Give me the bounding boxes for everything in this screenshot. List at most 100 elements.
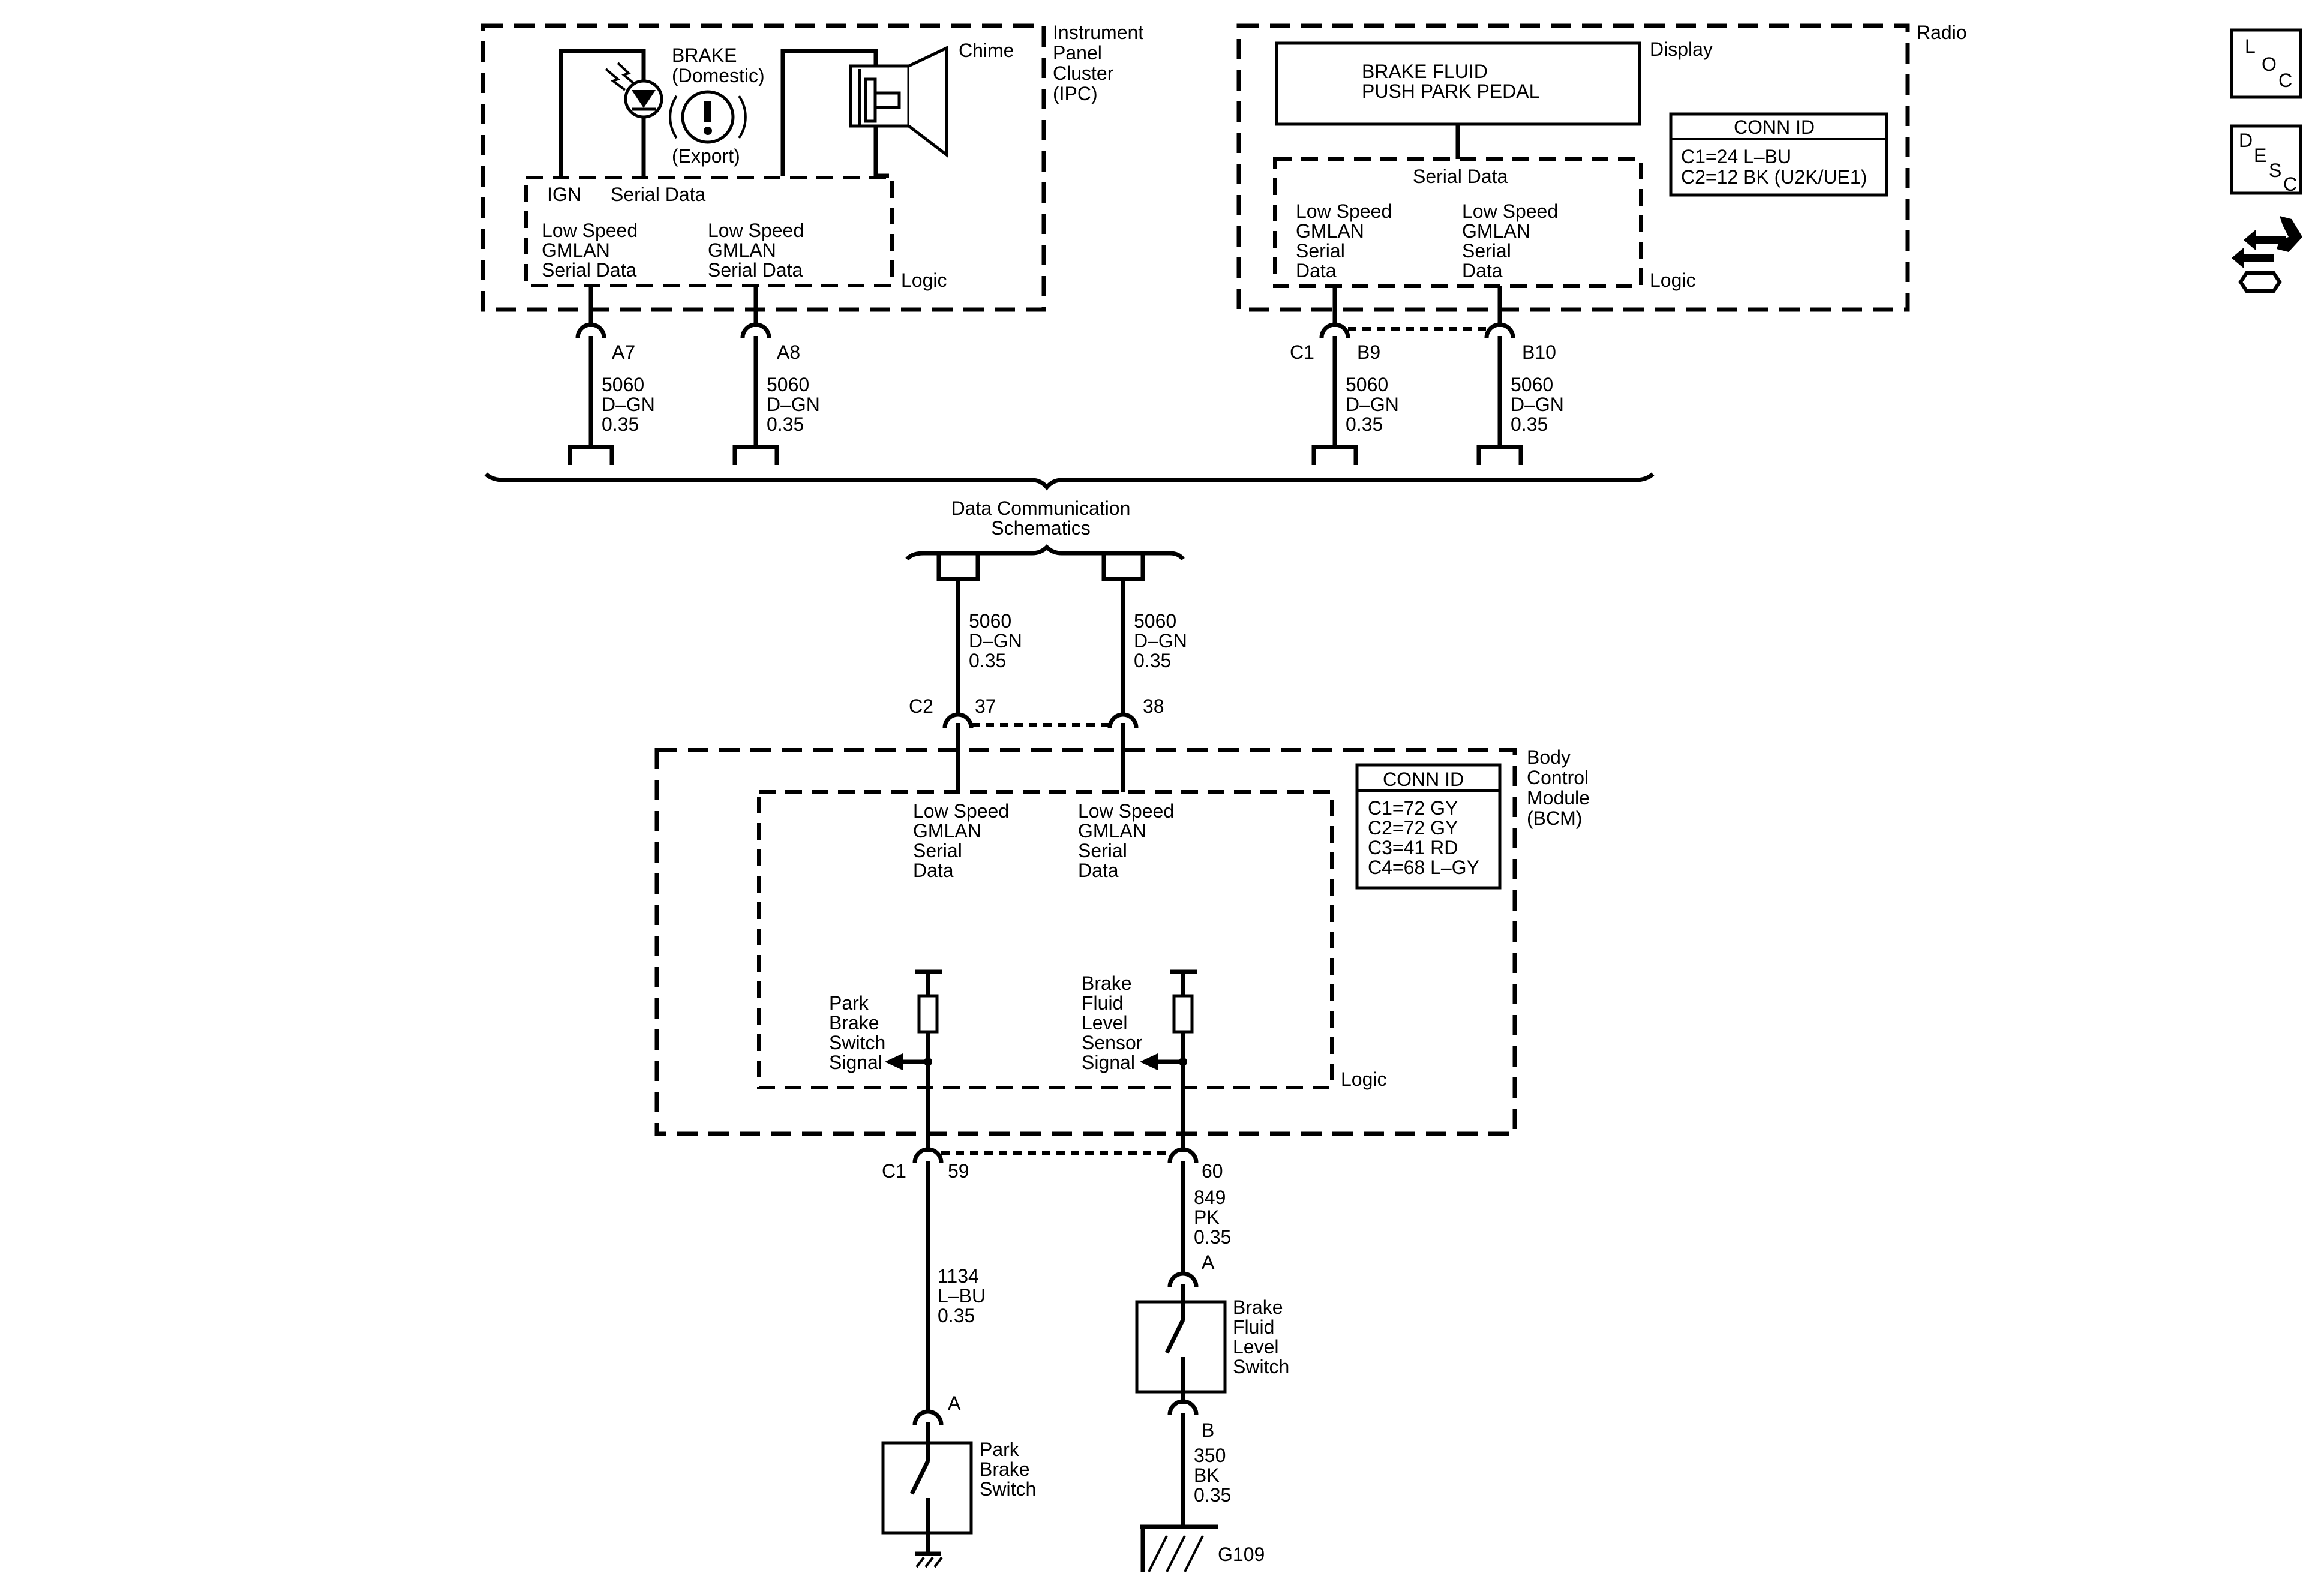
wire-b9-line1: 5060 — [1346, 374, 1388, 395]
loc-icon-c: C — [2278, 70, 2292, 91]
fluid-switch-label-4: Switch — [1233, 1356, 1289, 1377]
wire-1134-line1: 1134 — [938, 1265, 979, 1287]
radio-conn-c1: C1=24 L–BU — [1681, 146, 1791, 167]
loc-icon-l: L — [2245, 35, 2256, 57]
chime-speaker-icon — [849, 46, 948, 158]
brake-warning-icon — [669, 90, 747, 144]
fluid-switch-label-1: Brake — [1233, 1296, 1283, 1318]
bcm-gmlan1-line2: GMLAN — [913, 820, 981, 842]
wire-37-line2: D–GN — [969, 630, 1022, 652]
ipc-logic-label: Logic — [901, 269, 947, 291]
bcm-conn-c1: C1=72 GY — [1368, 797, 1458, 819]
fluid-switch-label-3: Level — [1233, 1336, 1279, 1358]
radio-message-line2: PUSH PARK PEDAL — [1362, 80, 1539, 102]
desc-icon-e: E — [2254, 145, 2266, 166]
pin-38: 38 — [1143, 695, 1164, 717]
desc-icon[interactable]: D E S C — [2230, 124, 2302, 195]
park-brake-switch: A Park Brake Switch — [881, 1392, 1036, 1568]
led-indicator-icon — [605, 62, 663, 119]
data-communication-bus: Data Communication Schematics — [484, 472, 1655, 581]
park-brake-signal-circuit: Park Brake Switch Signal — [829, 969, 942, 1152]
pin-a7: A7 — [612, 341, 635, 363]
bcm-name-2: Control — [1527, 767, 1589, 788]
ipc-name-3: Cluster — [1053, 62, 1114, 84]
fluid-signal-line4: Sensor — [1082, 1032, 1143, 1053]
radio-gmlan1-line3: Serial — [1296, 240, 1345, 262]
wire-b10-line1: 5060 — [1511, 374, 1553, 395]
radio-conn-c2: C2=12 BK (U2K/UE1) — [1681, 166, 1867, 188]
park-switch-label-3: Switch — [980, 1478, 1036, 1500]
wire-38-line1: 5060 — [1134, 610, 1176, 632]
ipc-chime-label: Chime — [959, 40, 1014, 61]
ipc-gmlan2-line1: Low Speed — [708, 220, 804, 241]
wire-b9-line2: D–GN — [1346, 394, 1399, 415]
fluid-signal-line2: Fluid — [1082, 992, 1123, 1014]
radio-gmlan1-line2: GMLAN — [1296, 220, 1364, 242]
wire-37-line3: 0.35 — [969, 650, 1006, 671]
desc-icon-c: C — [2283, 173, 2297, 195]
bcm-logic-label: Logic — [1341, 1068, 1387, 1090]
fluid-signal-line5: Signal — [1082, 1052, 1135, 1073]
park-switch-label-1: Park — [980, 1439, 1020, 1460]
wire-849-line1: 849 — [1194, 1187, 1226, 1208]
loc-icon[interactable]: L O C — [2230, 28, 2302, 99]
radio-display-label: Display — [1650, 38, 1713, 60]
bcm-gmlan1-line4: Data — [913, 860, 954, 881]
fluid-signal-line3: Level — [1082, 1012, 1128, 1034]
radio-gmlan2-line1: Low Speed — [1462, 200, 1558, 222]
wire-b10-line2: D–GN — [1511, 394, 1564, 415]
bcm-connector-c1: C1 — [882, 1160, 906, 1182]
ipc-gmlan1-line3: Serial Data — [542, 259, 637, 281]
radio-connector-c1: C1 — [1290, 341, 1314, 363]
pin-b9: B9 — [1357, 341, 1380, 363]
wire-350-line3: 0.35 — [1194, 1484, 1231, 1506]
bcm-gmlan2-line3: Serial — [1078, 840, 1127, 861]
wire-a8-line1: 5060 — [767, 374, 809, 395]
park-signal-line1: Park — [829, 992, 869, 1014]
bcm-name-4: (BCM) — [1527, 807, 1582, 829]
wire-849-line3: 0.35 — [1194, 1226, 1231, 1248]
radio-module: Radio Display BRAKE FLUID PUSH PARK PEDA… — [1236, 22, 1967, 312]
wire-a7-line3: 0.35 — [602, 413, 639, 435]
bcm-gmlan2-line1: Low Speed — [1078, 800, 1174, 822]
ipc-serial-data-label: Serial Data — [611, 184, 706, 205]
wire-1134-line3: 0.35 — [938, 1305, 975, 1326]
pin-59: 59 — [948, 1160, 969, 1182]
radio-conn-id-table: CONN ID C1=24 L–BU C2=12 BK (U2K/UE1) — [1669, 112, 1888, 197]
radio-gmlan1-line4: Data — [1296, 260, 1337, 281]
wire-1134-line2: L–BU — [938, 1285, 986, 1307]
ground-g109: G109 — [1140, 1524, 1265, 1572]
radio-conn-title: CONN ID — [1734, 116, 1815, 138]
loc-icon-o: O — [2262, 53, 2277, 75]
ipc-brake-title: BRAKE — [672, 44, 737, 66]
data-comm-line2: Schematics — [991, 517, 1090, 539]
pin-b10: B10 — [1522, 341, 1556, 363]
bcm-conn-c2: C2=72 GY — [1368, 817, 1458, 839]
park-switch-label-2: Brake — [980, 1458, 1030, 1480]
bcm-module: Body Control Module (BCM) CONN ID C1=72 … — [654, 746, 1590, 1152]
wire-38-line2: D–GN — [1134, 630, 1187, 652]
radio-gmlan2-line4: Data — [1462, 260, 1503, 281]
ipc-gmlan1-line1: Low Speed — [542, 220, 638, 241]
bcm-name-3: Module — [1527, 787, 1590, 809]
radio-serial-data-label: Serial Data — [1413, 166, 1508, 187]
wire-350-line1: 350 — [1194, 1445, 1226, 1466]
bcm-conn-c3: C3=41 RD — [1368, 837, 1458, 858]
ground-label: G109 — [1218, 1544, 1265, 1565]
repair-icon[interactable] — [2232, 216, 2302, 293]
bcm-conn-c4: C4=68 L–GY — [1368, 857, 1479, 878]
bcm-input-wires: 5060 D–GN 0.35 5060 D–GN 0.35 C2 37 38 — [909, 579, 1187, 792]
pin-60: 60 — [1202, 1160, 1223, 1182]
ipc-output-wires: A7 5060 D–GN 0.35 A8 5060 D–GN 0.35 — [568, 286, 820, 465]
fluid-switch-pin-b: B — [1202, 1419, 1214, 1441]
bcm-connector-c2: C2 — [909, 695, 933, 717]
wire-37-line1: 5060 — [969, 610, 1011, 632]
park-signal-line3: Switch — [829, 1032, 885, 1053]
desc-icon-d: D — [2239, 130, 2253, 151]
pin-37: 37 — [975, 695, 996, 717]
radio-gmlan2-line3: Serial — [1462, 240, 1511, 262]
bcm-output-wires: C1 59 60 1134 L–BU 0.35 849 PK 0.35 — [882, 1147, 1231, 1413]
fluid-signal-line1: Brake — [1082, 972, 1132, 994]
bcm-conn-title: CONN ID — [1383, 769, 1464, 790]
ipc-brake-export: (Export) — [672, 145, 740, 167]
